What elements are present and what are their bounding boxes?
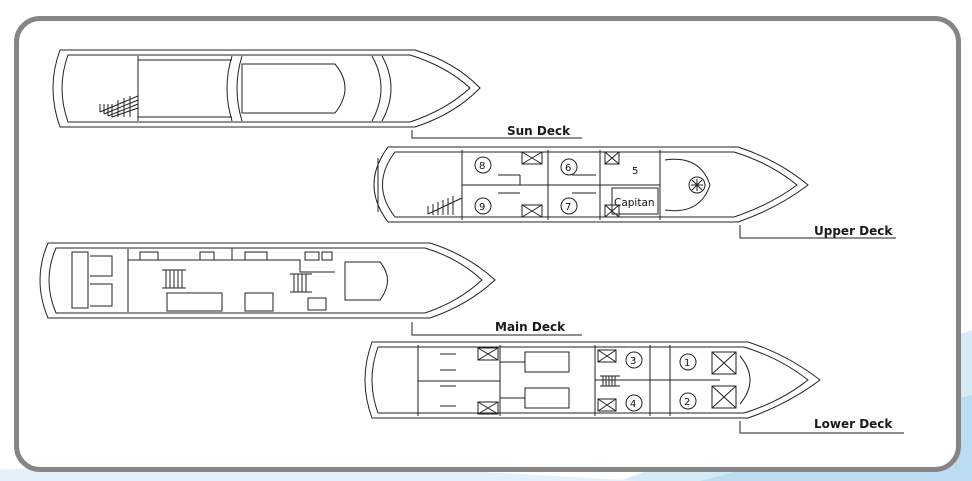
sun-deck-plan xyxy=(52,49,582,139)
cabin-number-6: 6 xyxy=(565,163,571,174)
upper-deck-cabins: 8 6 5 9 7 Capitan xyxy=(474,156,655,215)
room-label-capitan: Capitan xyxy=(614,197,655,209)
cabin-number-3: 3 xyxy=(630,356,636,367)
cabin-number-7: 7 xyxy=(565,202,571,213)
cabin-number-4: 4 xyxy=(630,399,636,410)
cabin-number-9: 9 xyxy=(479,202,485,213)
lower-deck-plan xyxy=(364,341,904,434)
cabin-number-1: 1 xyxy=(684,358,690,369)
cabin-number-8: 8 xyxy=(479,161,485,172)
upper-deck-stairs xyxy=(427,196,463,215)
sun-deck-stairs xyxy=(99,95,139,118)
deck-label-upper: Upper Deck xyxy=(814,224,893,238)
deck-label-lower: Lower Deck xyxy=(814,417,893,431)
cabin-number-2: 2 xyxy=(684,397,690,408)
lower-deck-stairs xyxy=(600,375,620,387)
floor-plan-frame xyxy=(14,16,961,472)
cabin-number-5: 5 xyxy=(632,166,638,177)
upper-deck-plan xyxy=(373,146,896,239)
main-deck-stairs xyxy=(162,269,312,293)
main-deck-plan xyxy=(39,242,582,336)
lower-deck-cabins: 3 1 4 2 xyxy=(625,351,697,412)
deck-label-main: Main Deck xyxy=(495,320,566,334)
deck-label-sun: Sun Deck xyxy=(507,124,571,138)
